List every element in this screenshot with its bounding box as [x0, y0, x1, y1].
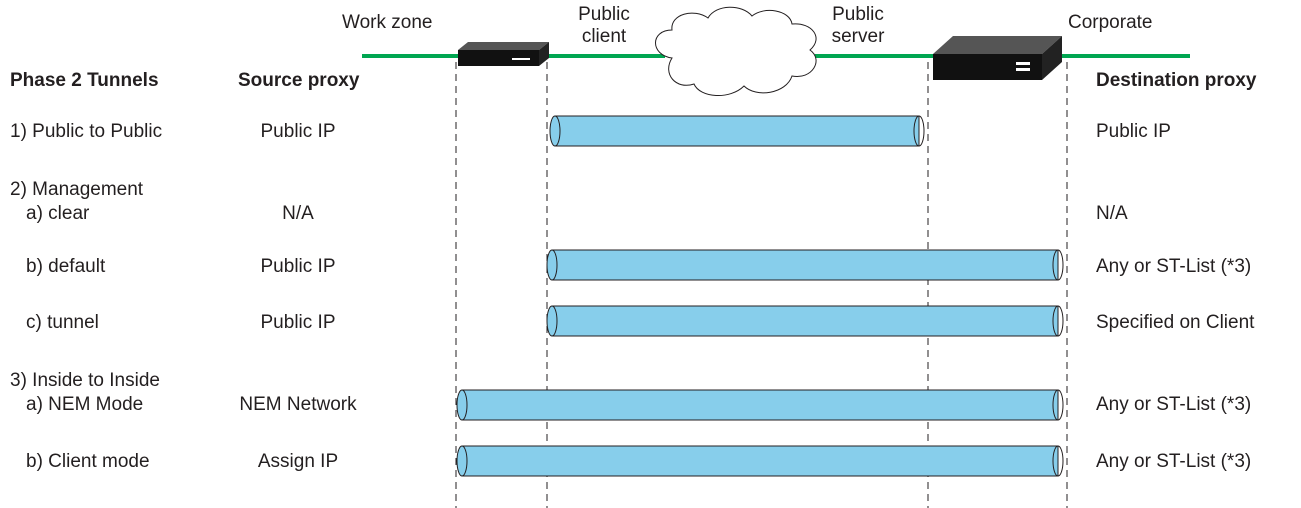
row-label-management: 2) Management [10, 179, 144, 200]
tunnel-management-tunnel [546, 305, 1064, 337]
public-server-label-line1: Public [832, 4, 884, 25]
source-public-to-public: Public IP [260, 121, 336, 142]
tunnel-nem-mode [456, 389, 1064, 421]
destination-client-mode: Any or ST-List (*3) [1096, 451, 1252, 472]
work-zone-label: Work zone [342, 12, 433, 33]
row-label-client-mode: b) Client mode [26, 451, 150, 472]
row-label-default: b) default [26, 256, 106, 277]
server-device-icon [933, 36, 1062, 80]
corporate-label: Corporate [1068, 12, 1153, 33]
source-default: Public IP [260, 256, 336, 277]
tunnels [456, 115, 1064, 477]
tunnel-public-to-public [549, 115, 925, 147]
row-label-nem-mode: a) NEM Mode [26, 394, 144, 415]
row-label-inside-to-inside: 3) Inside to Inside [10, 370, 160, 391]
source-proxy-header: Source proxy [238, 70, 360, 91]
destination-default: Any or ST-List (*3) [1096, 256, 1252, 277]
public-client-label-line2: client [581, 26, 627, 47]
public-server-label-line2: server [831, 26, 885, 47]
source-nem-mode: NEM Network [239, 394, 357, 415]
destination-nem-mode: Any or ST-List (*3) [1096, 394, 1252, 415]
public-client-label-line1: Public [578, 4, 630, 25]
tunnel-client-mode [456, 445, 1064, 477]
source-client-mode: Assign IP [257, 451, 339, 472]
destination-public-to-public: Public IP [1096, 121, 1171, 142]
tunnel-management-default [546, 249, 1064, 281]
row-label-public-to-public: 1) Public to Public [10, 121, 163, 142]
boundary-lines [455, 62, 1068, 508]
source-clear: N/A [282, 203, 314, 224]
source-tunnel: Public IP [260, 312, 336, 333]
destination-tunnel: Specified on Client [1096, 312, 1255, 333]
row-label-clear: a) clear [26, 203, 90, 224]
row-label-tunnel: c) tunnel [26, 312, 99, 333]
destination-clear: N/A [1096, 203, 1128, 224]
destination-proxy-header: Destination proxy [1096, 70, 1257, 91]
internet-cloud-icon [655, 6, 817, 97]
client-device-icon [458, 42, 549, 66]
phase2-tunnels-header: Phase 2 Tunnels [10, 70, 159, 91]
